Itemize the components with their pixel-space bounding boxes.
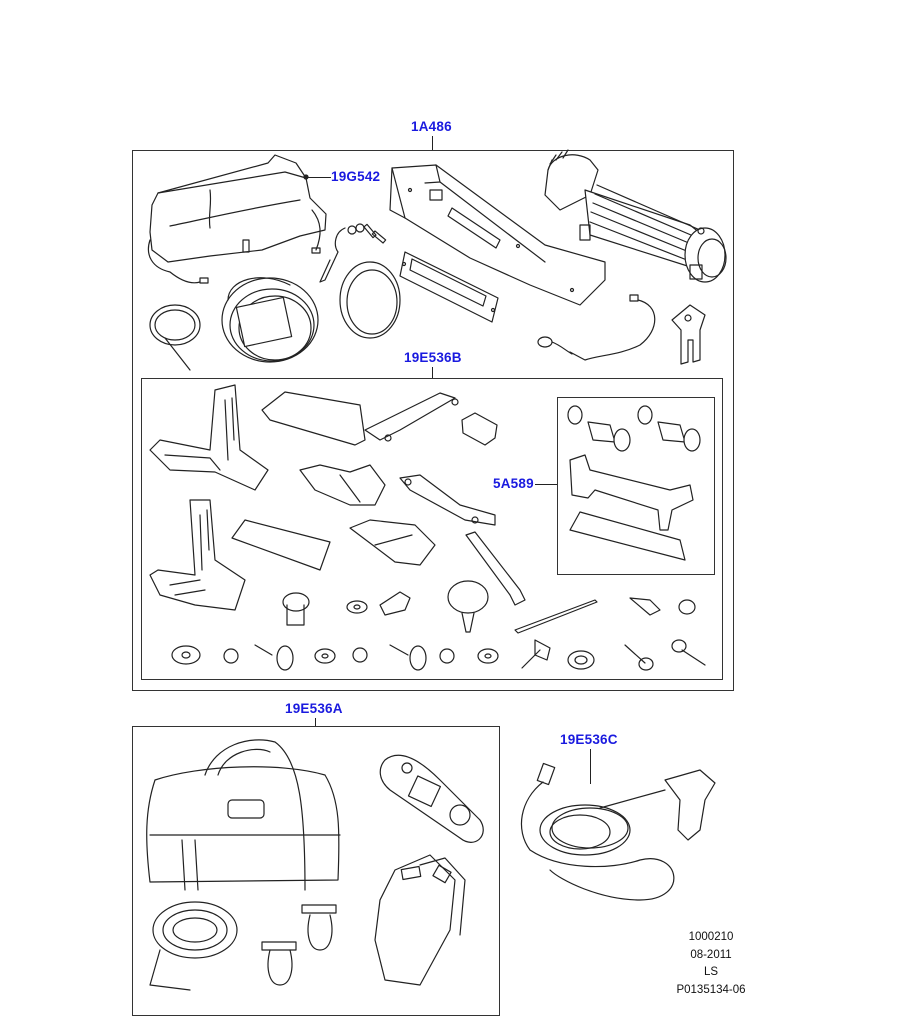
wiring-harness-control-box[interactable] [222,278,318,362]
wired-remote-control[interactable] [521,763,715,900]
leader-19e536a [315,718,316,727]
flat-plate[interactable] [570,512,685,560]
callout-1a486[interactable]: 1A486 [411,119,452,134]
flange-bolt[interactable] [630,598,660,615]
callout-19e536a[interactable]: 19E536A [285,701,343,716]
leader-19g542 [306,177,331,178]
bracket-strip-upper[interactable] [365,393,458,441]
winch-cover-part[interactable] [148,155,326,283]
spacer-block[interactable] [462,413,497,445]
hex-bolt[interactable] [380,592,410,615]
connector-lead[interactable] [538,295,655,360]
wiring-harness-left[interactable] [150,305,200,370]
drawing-model-code: LS [703,966,719,978]
winch-mounting-channel[interactable] [390,165,605,305]
plate-cover[interactable] [262,392,365,445]
wiring-harness-right[interactable] [340,262,400,338]
kit-box-5a589 [557,397,715,575]
shackle-1[interactable] [302,905,336,950]
shackle-2[interactable] [262,942,296,985]
push-clip[interactable] [448,581,488,632]
tow-strap[interactable] [150,902,237,990]
leader-5a589 [535,484,558,485]
leader-19e536c [590,749,591,784]
callout-19e536b[interactable]: 19E536B [404,350,462,365]
callout-19e536c[interactable]: 19E536C [560,732,618,747]
plate-curved-lower[interactable] [350,520,435,565]
cable-tie[interactable] [515,600,597,633]
washer[interactable] [347,601,367,613]
plate-flat-large[interactable] [232,520,330,570]
frame-plate[interactable] [570,455,693,530]
rivet-nut[interactable] [283,593,309,625]
remote-control-handheld[interactable] [380,755,483,842]
fairlead-part[interactable] [400,252,498,322]
kit-box-1a486 [132,150,734,691]
drawing-date: 08-2011 [690,948,732,961]
bracket-strip-mid[interactable] [400,475,495,525]
drawing-number: 1000210 [688,931,734,943]
callout-19g542[interactable]: 19G542 [331,169,381,184]
kit-box-19e536b [141,378,723,680]
drawing-info-block: 1000210 08-2011 LS P0135134-06 [668,929,754,999]
clevis-pin-right[interactable] [638,406,700,451]
leader-19e536b [432,367,433,379]
clevis-pin-left[interactable] [568,406,630,451]
bottom-fasteners-row[interactable] [172,640,705,670]
leader-1a486 [432,136,433,151]
drawing-reference: P0135134-06 [676,983,746,996]
carry-bag[interactable] [147,740,340,890]
nut[interactable] [679,600,695,614]
plate-curved-upper[interactable] [300,465,385,505]
mounting-bracket-left-lower[interactable] [150,500,245,610]
hook-strap-part[interactable] [320,224,386,282]
callout-5a589[interactable]: 5A589 [493,476,534,491]
bracket-strip-angled[interactable] [466,532,525,605]
mounting-bracket-left-upper[interactable] [150,385,268,490]
gloves[interactable] [375,855,465,985]
winch-drum-motor[interactable] [545,150,726,282]
mounting-bracket-small[interactable] [672,305,705,364]
